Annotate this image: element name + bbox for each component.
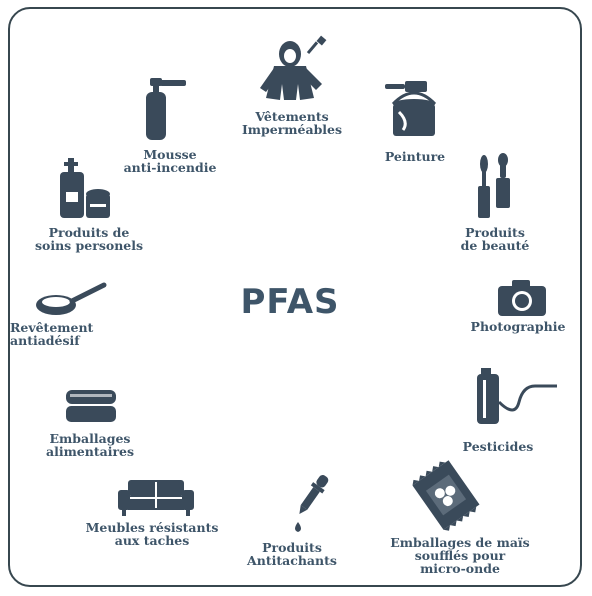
lotion-bottles-icon xyxy=(60,158,110,218)
item-label-line: aux taches xyxy=(114,533,190,548)
item-label-line: Pesticides xyxy=(462,439,534,454)
sofa-icon xyxy=(118,480,194,516)
item-label-line: Produits xyxy=(262,540,322,555)
popcorn-bag-icon xyxy=(412,460,480,531)
fire-extinguisher-icon xyxy=(146,78,186,140)
item-label-line: Vêtements xyxy=(255,109,329,124)
item-label-line: Emballages de maïs xyxy=(390,535,530,550)
item-label-line: Revêtement xyxy=(10,320,94,335)
item-label-line: soufflés pour xyxy=(414,548,506,563)
item-label-line: antiadésif xyxy=(10,333,80,348)
item-label-line: Mousse xyxy=(143,147,197,162)
item-label-line: alimentaires xyxy=(45,444,135,459)
item-label-line: Produits xyxy=(465,225,525,240)
item-label-line: Emballages xyxy=(49,431,131,446)
frying-pan-icon xyxy=(36,282,107,315)
item-label-line: Produits de xyxy=(48,225,130,240)
item-label-line: Meubles résistants xyxy=(85,520,219,535)
sprayer-icon xyxy=(477,368,557,424)
camera-icon xyxy=(498,280,546,316)
food-container-icon xyxy=(66,390,116,422)
item-label-line: anti-incendie xyxy=(123,160,217,175)
item-label-line: Peinture xyxy=(384,149,446,164)
item-label-line: Antitachants xyxy=(247,553,337,568)
raincoat-icon xyxy=(260,35,327,100)
item-label-line: Imperméables xyxy=(241,122,343,137)
diagram-frame xyxy=(8,7,582,587)
paint-can-icon xyxy=(385,81,437,136)
center-title: PFAS xyxy=(240,282,340,322)
dropper-icon xyxy=(295,475,329,532)
item-label-line: Photographie xyxy=(470,319,566,334)
item-label-line: micro-onde xyxy=(420,561,500,576)
item-label-line: de beauté xyxy=(460,238,530,253)
item-label-line: soins personels xyxy=(34,238,144,253)
mascara-icon xyxy=(478,153,510,218)
